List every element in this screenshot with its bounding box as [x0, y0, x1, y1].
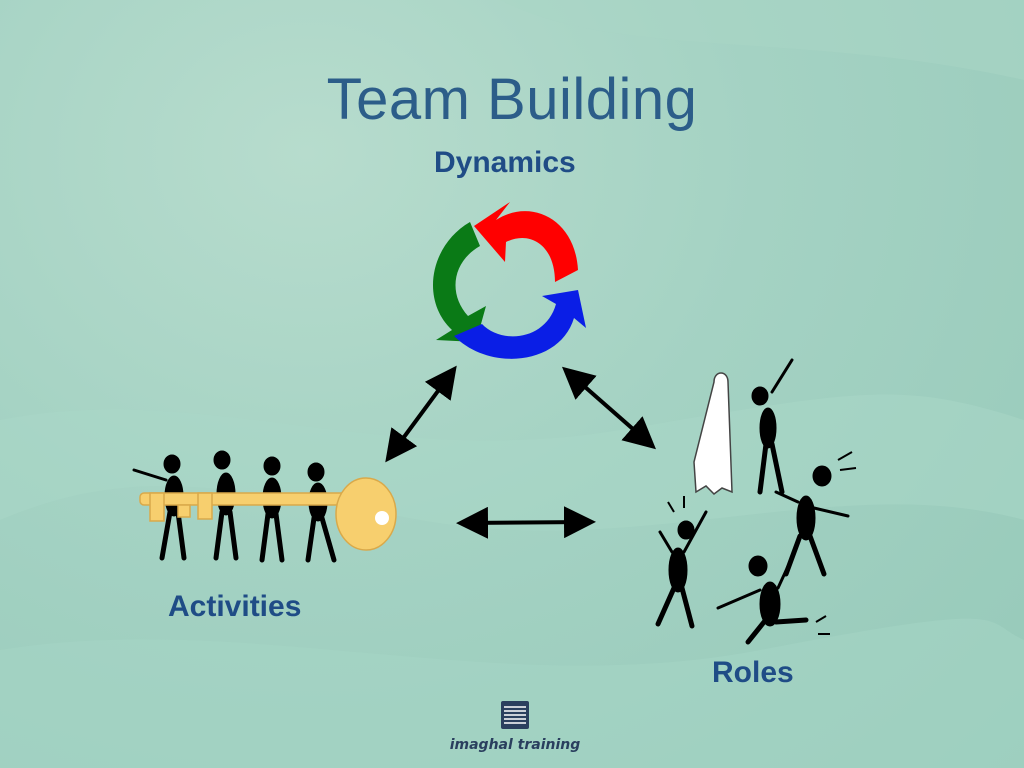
logo-mark-icon	[501, 701, 529, 729]
arrow-dynamics-roles	[561, 366, 657, 450]
arrow-activities-roles	[456, 506, 596, 539]
logo-text: imaghal training	[449, 737, 581, 753]
cycle-arrows-icon	[432, 202, 586, 359]
company-logo: imaghal training	[440, 700, 590, 753]
node-label-activities: Activities	[168, 590, 302, 623]
team-roles-figures-icon	[655, 358, 857, 645]
ghost-figure	[693, 372, 733, 495]
node-label-roles: Roles	[712, 656, 794, 689]
slide-title: Team Building	[326, 67, 698, 132]
people-carrying-key-icon	[132, 450, 397, 563]
arrow-dynamics-activities	[385, 365, 457, 463]
node-label-dynamics: Dynamics	[434, 146, 576, 179]
